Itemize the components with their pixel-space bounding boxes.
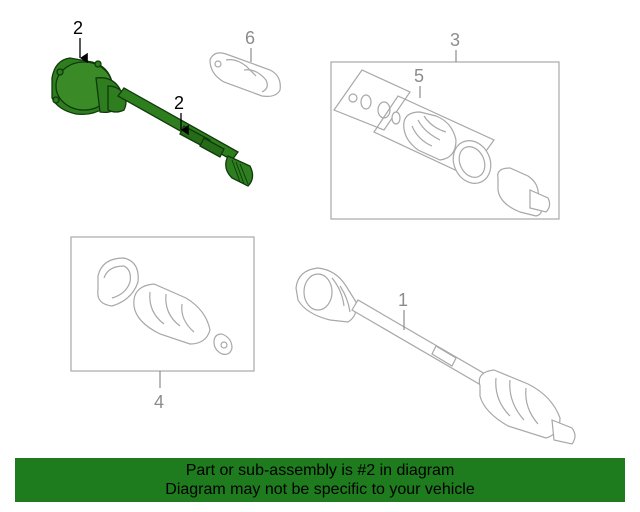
part-3-box — [330, 61, 560, 220]
banner-line-2: Diagram may not be specific to your vehi… — [165, 481, 475, 498]
part-6-bracket[interactable] — [209, 52, 281, 97]
callout-3-label: 3 — [450, 30, 460, 50]
part-3-outer-joint-kit[interactable] — [333, 69, 551, 217]
callout-1: 1 — [398, 290, 408, 330]
callout-6-label: 6 — [245, 28, 255, 48]
info-banner: Part or sub-assembly is #2 in diagram Di… — [15, 458, 625, 502]
callout-1-label: 1 — [398, 290, 408, 310]
callout-4-label: 4 — [154, 392, 164, 412]
callout-2-shaft-label: 2 — [174, 93, 184, 113]
callout-6: 6 — [245, 28, 255, 62]
part-4-boot-kit[interactable] — [97, 257, 233, 355]
callout-3: 3 — [450, 30, 460, 62]
callout-5: 5 — [414, 66, 424, 98]
part-1-axle-assembly[interactable] — [295, 267, 576, 445]
callout-2-shaft: 2 — [174, 93, 189, 136]
callout-2-top-label: 2 — [73, 18, 83, 38]
callout-2-top: 2 — [73, 18, 88, 64]
callout-4: 4 — [154, 371, 164, 412]
callout-5-label: 5 — [414, 66, 424, 86]
part-4-box — [70, 236, 255, 372]
banner-line-1: Part or sub-assembly is #2 in diagram — [185, 462, 455, 479]
